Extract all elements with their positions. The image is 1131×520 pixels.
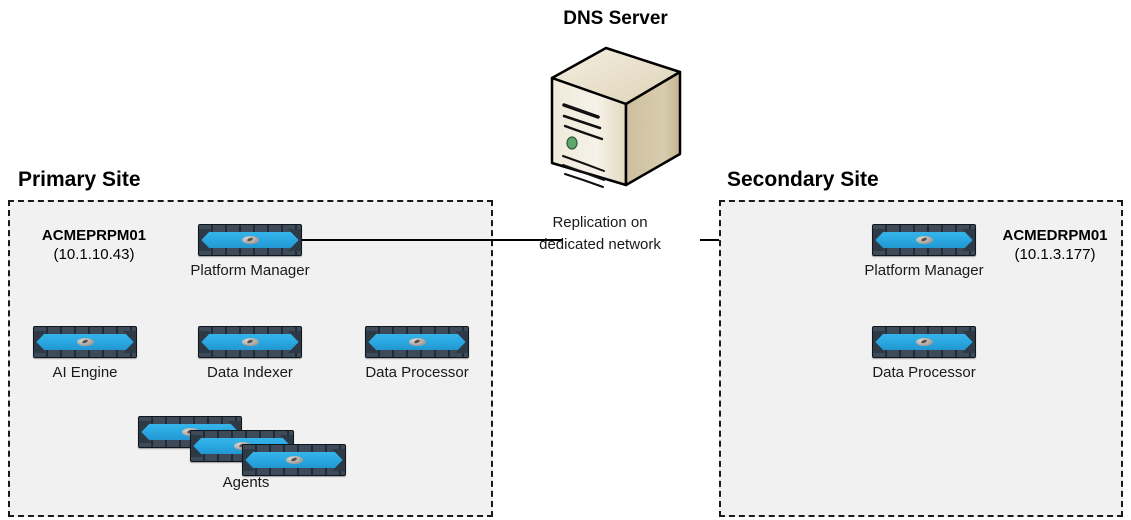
device-secondary-platform-manager[interactable] [872,224,976,256]
primary-site-title: Primary Site [18,168,141,191]
device-secondary-data-processor[interactable] [872,326,976,358]
primary-host-caption: ACMEPRPM01 (10.1.10.43) [24,226,164,265]
device-ai-engine[interactable] [33,326,137,358]
secondary-site-title: Secondary Site [727,168,879,191]
device-label-primary-data-processor: Data Processor [365,364,469,381]
replication-link-segment-left [302,239,562,241]
device-primary-data-processor[interactable] [365,326,469,358]
device-label-agents: Agents [222,474,270,491]
device-label-secondary-data-processor: Data Processor [872,364,976,381]
rack-device-icon [872,326,976,358]
secondary-host-caption: ACMEDRPM01 (10.1.3.177) [990,226,1120,265]
replication-label: Replication on dedicated network [500,212,700,256]
rack-device-stack-item-3 [242,444,346,476]
rack-device-icon [33,326,137,358]
server-tower-icon [546,44,686,189]
primary-host-name: ACMEPRPM01 [41,227,147,244]
replication-label-line1: Replication on [552,214,648,231]
rack-device-icon [872,224,976,256]
rack-device-icon [242,444,346,476]
device-primary-platform-manager[interactable] [198,224,302,256]
dns-server-title: DNS Server [563,8,668,29]
primary-host-ip: (10.1.10.43) [53,246,135,263]
rack-device-icon [198,224,302,256]
device-data-indexer[interactable] [198,326,302,358]
replication-label-line2: dedicated network [539,236,661,253]
device-label-data-indexer: Data Indexer [207,364,293,381]
device-label-primary-platform-manager: Platform Manager [190,262,310,279]
rack-device-icon [365,326,469,358]
secondary-host-ip: (10.1.3.177) [1014,246,1096,263]
device-label-ai-engine: AI Engine [52,364,118,381]
secondary-host-name: ACMEDRPM01 [1002,227,1108,244]
rack-device-icon [198,326,302,358]
device-label-secondary-platform-manager: Platform Manager [864,262,984,279]
